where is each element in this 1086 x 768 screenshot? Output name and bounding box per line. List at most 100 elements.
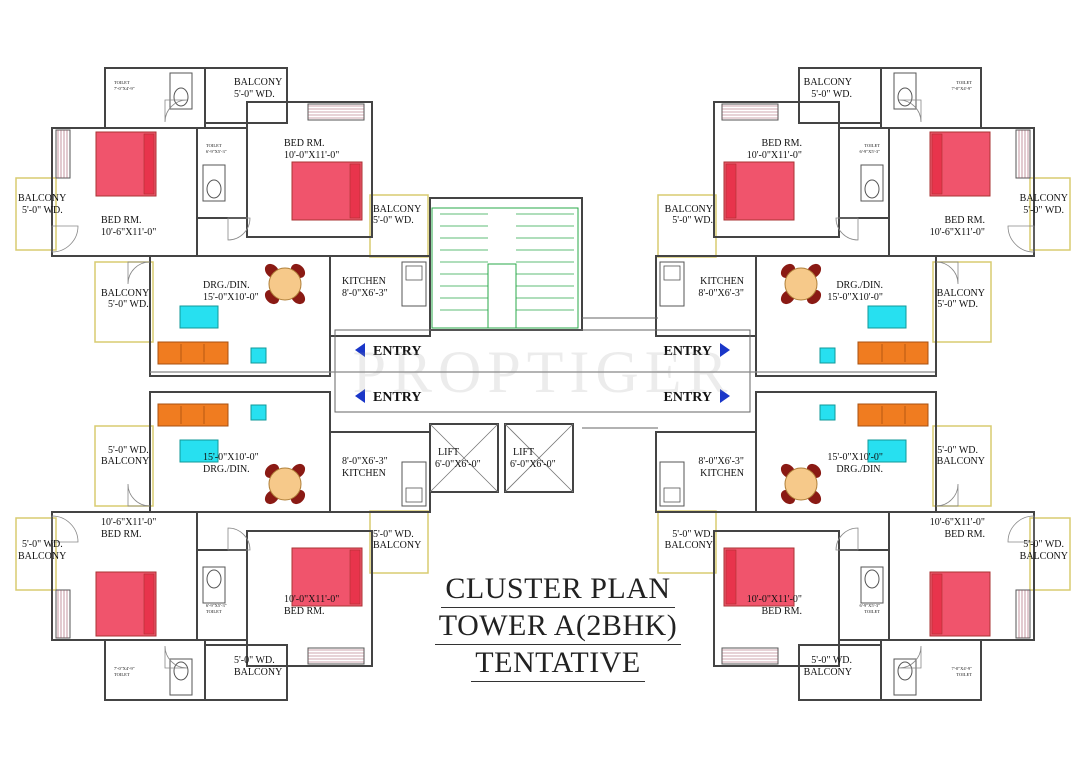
quad-bottom-left-label-balcony-kitchen: BALCONY: [373, 540, 421, 551]
quad-bottom-right-side-table: [819, 404, 836, 421]
lift-1-cross: [429, 423, 499, 493]
quad-top-right-door: [898, 99, 922, 123]
quad-top-left-balcony-left: [15, 177, 57, 251]
quad-top-left-label-balcony-kitchen-size: 5'-0" WD.: [373, 215, 414, 226]
quad-bottom-right-label-bed-2: BED RM.: [761, 606, 802, 617]
quad-bottom-right-label-bed-1: BED RM.: [944, 529, 985, 540]
quad-bottom-right-door: [898, 645, 922, 669]
quad-top-left-label-balcony-living: BALCONY: [101, 288, 149, 299]
quad-top-left-tv-unit: [179, 305, 219, 329]
quad-bottom-right-window-bed1: [1015, 589, 1031, 639]
quad-bottom-right-label-kitchen: KITCHEN: [700, 468, 744, 479]
quad-bottom-right-door: [935, 483, 959, 507]
quad-bottom-left-label-toilet-2-size: 6'-9"X5'-3": [206, 603, 227, 608]
quad-top-right-label-toilet-2-size: 6'-9"X5'-3": [859, 149, 880, 154]
quad-bottom-left-label-balcony-top-size: 5'-0" WD.: [234, 655, 275, 666]
quad-top-right-side-table: [819, 347, 836, 364]
quad-top-left-label-kitchen-size: 8'-0"X6'-3": [342, 288, 388, 299]
title-line-2: TOWER A(2BHK): [434, 609, 682, 645]
quad-top-right-label-kitchen: KITCHEN: [700, 276, 744, 287]
quad-bottom-right-label-balcony-top-size: 5'-0" WD.: [811, 655, 852, 666]
title-line-1: CLUSTER PLAN: [441, 572, 675, 608]
quad-bottom-right-door: [835, 527, 859, 551]
quad-bottom-right-label-toilet-2: TOILET: [864, 609, 880, 614]
quad-top-right-label-balcony-top: BALCONY: [804, 77, 852, 88]
entry-label-top-right: ENTRY: [663, 344, 712, 359]
quad-bottom-left-wall-balcony-top: [204, 644, 288, 701]
quad-bottom-left-door: [164, 645, 188, 669]
quad-bottom-left-label-kitchen-size: 8'-0"X6'-3": [342, 456, 388, 467]
quad-bottom-left-label-balcony-top: BALCONY: [234, 667, 282, 678]
quad-top-left-label-balcony-top: BALCONY: [234, 77, 282, 88]
quad-top-left-bed-1-headboard: [143, 133, 155, 195]
quad-bottom-left-bed-2-headboard: [349, 549, 361, 605]
lift-2-cross: [504, 423, 574, 493]
quad-top-left-side-table: [250, 347, 267, 364]
quad-bottom-left-label-balcony-living: BALCONY: [101, 456, 149, 467]
quad-bottom-left-label-drawing: DRG./DIN.: [203, 464, 250, 475]
quad-bottom-left-balcony-living: [94, 425, 154, 507]
quad-bottom-left-door: [127, 483, 151, 507]
quad-bottom-left-door: [51, 515, 79, 543]
quad-bottom-right-dining-table: [784, 467, 818, 501]
quad-bottom-right-label-toilet-2-size: 6'-9"X5'-3": [859, 603, 880, 608]
quad-bottom-right-label-balcony-living: BALCONY: [937, 456, 985, 467]
quad-bottom-right-toilet-1-wc: [897, 661, 913, 681]
quad-bottom-left-label-toilet-2: TOILET: [206, 609, 222, 614]
quad-bottom-left-window-bed1: [55, 589, 71, 639]
lift-1: [429, 423, 499, 493]
quad-top-left-sofa: [157, 341, 229, 365]
quad-bottom-right-label-bed-2-size: 10'-0"X11'-0": [747, 594, 802, 605]
quad-bottom-left-label-balcony-left-size: 5'-0" WD.: [22, 539, 63, 550]
quad-bottom-right-label-balcony-kitchen: BALCONY: [665, 540, 713, 551]
quad-bottom-right-sink: [663, 487, 681, 503]
quad-bottom-left-sofa: [157, 403, 229, 427]
lift-2-label-size: 6'-0"X6'-0": [510, 459, 556, 470]
lift-2: [504, 423, 574, 493]
entry-arrow-icon: [355, 343, 365, 357]
quad-top-right-toilet-2-wc: [864, 179, 880, 199]
quad-bottom-left-door: [227, 527, 251, 551]
quad-bottom-right-label-bed-1-size: 10'-6"X11'-0": [930, 517, 985, 528]
quad-top-right-wall-kitchen: [655, 255, 757, 337]
quad-top-right-label-drawing-size: 15'-0"X10'-0": [827, 292, 883, 303]
quad-bottom-right-label-balcony-living-size: 5'-0" WD.: [937, 445, 978, 456]
quad-top-left-toilet-1-wc: [173, 87, 189, 107]
quad-top-left-label-bed-1: BED RM.: [101, 215, 142, 226]
quad-top-right-label-bed-1-size: 10'-6"X11'-0": [930, 227, 985, 238]
quad-bottom-left-tv-unit: [179, 439, 219, 463]
quad-bottom-left-toilet-2-wc: [206, 569, 222, 589]
quad-top-right-sink: [663, 265, 681, 281]
quad-top-left-label-bed-2: BED RM.: [284, 138, 325, 149]
quad-bottom-right-wall-kitchen: [655, 431, 757, 513]
quad-bottom-right-label-balcony-left-size: 5'-0" WD.: [1023, 539, 1064, 550]
quad-top-right-label-toilet-1: TOILET: [956, 80, 972, 85]
quad-bottom-left-label-toilet-1-size: 7'-0"X4'-9": [114, 666, 135, 671]
quad-top-right-balcony-living: [932, 261, 992, 343]
quad-top-left-sink: [405, 265, 423, 281]
quad-top-left-wall-balcony-top: [204, 67, 288, 124]
quad-top-left-label-toilet-2: TOILET: [206, 143, 222, 148]
quad-bottom-left-wall-toilet2: [196, 549, 248, 641]
quad-top-right-label-toilet-2: TOILET: [864, 143, 880, 148]
quad-bottom-left-sink: [405, 487, 423, 503]
quad-bottom-right-label-balcony-kitchen-size: 5'-0" WD.: [672, 529, 713, 540]
quad-top-right-label-balcony-living: BALCONY: [937, 288, 985, 299]
quad-bottom-right-sofa: [857, 403, 929, 427]
quad-top-right-balcony-left: [1029, 177, 1071, 251]
quad-top-left-bed-2-headboard: [349, 163, 361, 219]
quad-bottom-right-balcony-left: [1029, 517, 1071, 591]
quad-bottom-left-label-bed-1: BED RM.: [101, 529, 142, 540]
quad-top-right-door: [835, 217, 859, 241]
quad-top-left-label-drawing: DRG./DIN.: [203, 280, 250, 291]
quad-top-right-door: [935, 261, 959, 285]
quad-top-right-label-balcony-left: BALCONY: [1020, 193, 1068, 204]
quad-bottom-right-bed-1-headboard: [931, 573, 943, 635]
quad-bottom-left-label-bed-1-size: 10'-6"X11'-0": [101, 517, 156, 528]
quad-top-left-door: [227, 217, 251, 241]
quad-top-left-label-bed-2-size: 10'-0"X11'-0": [284, 150, 339, 161]
